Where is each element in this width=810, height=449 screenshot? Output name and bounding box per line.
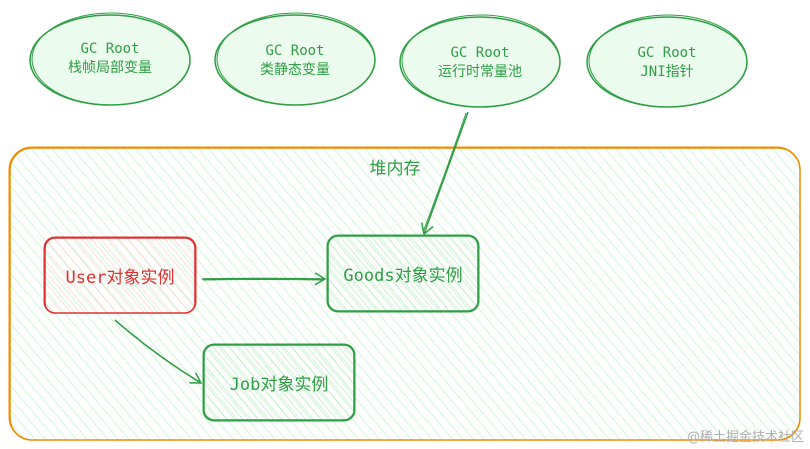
- goods-object-label: Goods对象实例: [343, 266, 463, 286]
- heap-title: 堆内存: [369, 159, 421, 179]
- gc-root-label-4: GC Root JNI指针: [602, 44, 732, 82]
- gc-root-subtitle: 栈帧局部变量: [68, 60, 152, 76]
- gc-root-title: GC Root: [265, 43, 325, 59]
- gc-root-label-3: GC Root 运行时常量池: [415, 44, 545, 82]
- gc-root-label-2: GC Root 类静态变量: [230, 42, 360, 80]
- arrow-user-to-goods: [201, 272, 327, 286]
- job-object-label: Job对象实例: [229, 375, 329, 395]
- user-object-box: [43, 236, 197, 314]
- arrow-user-to-job: [114, 319, 203, 384]
- gc-root-ellipse-2: [214, 12, 376, 106]
- gc-root-ellipse-1: [29, 12, 191, 106]
- job-object-box: [202, 343, 356, 422]
- gc-root-subtitle: 类静态变量: [260, 62, 330, 78]
- arrow-constant-pool-to-goods: [420, 111, 469, 236]
- gc-root-title: GC Root: [80, 41, 140, 57]
- gc-root-ellipse-4: [586, 14, 748, 108]
- gc-root-title: GC Root: [637, 45, 697, 61]
- gc-root-subtitle: JNI指针: [640, 64, 694, 80]
- gc-root-label-1: GC Root 栈帧局部变量: [45, 40, 175, 78]
- gc-root-subtitle: 运行时常量池: [438, 64, 522, 80]
- goods-object-box: [326, 234, 480, 313]
- gc-root-ellipse-3: [399, 14, 561, 108]
- gc-root-title: GC Root: [450, 45, 510, 61]
- watermark: @稀土掘金技术社区: [686, 430, 804, 445]
- user-object-label: User对象实例: [65, 268, 175, 288]
